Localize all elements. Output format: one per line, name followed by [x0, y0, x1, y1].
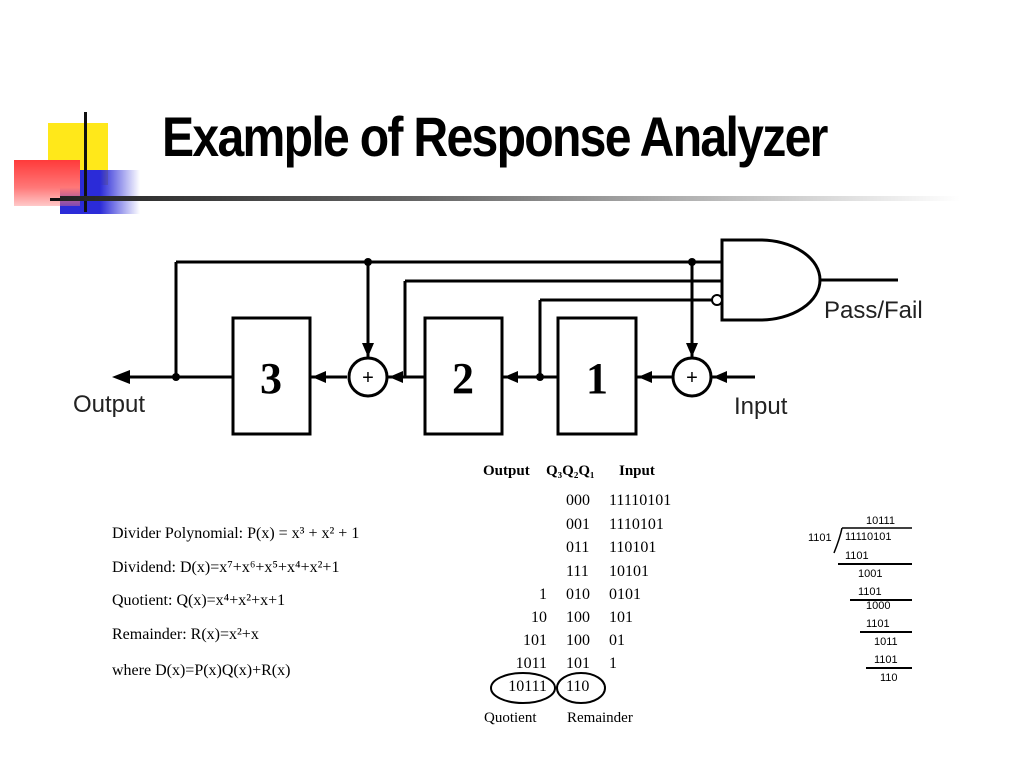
division-step: 1001 — [858, 568, 882, 580]
dividend-polynomial: Dividend: D(x)=x⁷+x⁶+x⁵+x⁴+x²+1 — [112, 559, 340, 576]
division-step: 1011 — [874, 636, 898, 648]
remainder-polynomial: Remainder: R(x)=x²+x — [112, 626, 259, 643]
division-divisor: 1101 — [808, 532, 832, 544]
block-3-label: 3 — [260, 354, 282, 403]
division-step: 1101 — [866, 618, 890, 630]
table-row-q: 100 — [566, 632, 590, 649]
block-1-label: 1 — [586, 354, 608, 403]
deco-vertical-line — [84, 112, 87, 212]
quotient-caption: Quotient — [484, 710, 537, 726]
xor-right-symbol: + — [686, 367, 698, 389]
table-row-q: 100 — [566, 609, 590, 626]
division-step: 1101 — [858, 586, 882, 598]
table-row-q: 001 — [566, 516, 590, 533]
table-row-output: 1 — [539, 586, 547, 603]
division-step: 1101 — [874, 654, 898, 666]
long-division: 10111 1101 11110101 1101 1001 1101 1000 … — [808, 515, 912, 684]
block-2-label: 2 — [452, 354, 474, 403]
table-row-input: 110101 — [609, 539, 657, 556]
table-row-q: 000 — [566, 492, 590, 509]
relation-text: where D(x)=P(x)Q(x)+R(x) — [112, 662, 291, 679]
table-row-input: 0101 — [609, 586, 641, 603]
table-row-input: 1110101 — [609, 516, 664, 533]
table-row-input: 10101 — [609, 563, 649, 580]
remainder-caption: Remainder — [567, 710, 633, 726]
result-highlight-ellipses — [490, 672, 606, 704]
table-row-q: 010 — [566, 586, 590, 603]
table-row-q: 011 — [566, 539, 590, 556]
table-row-input: 1 — [609, 655, 617, 672]
xor-left-symbol: + — [362, 367, 374, 389]
division-dividend: 11110101 — [845, 531, 892, 543]
table-header-output: Output — [483, 463, 530, 479]
response-analyzer-circuit: 3 2 1 + + Output Input Pass/Fail — [73, 238, 923, 436]
division-quotient: 10111 — [866, 515, 895, 527]
quotient-polynomial: Quotient: Q(x)=x⁴+x²+x+1 — [112, 592, 286, 609]
divider-polynomial: Divider Polynomial: P(x) = x³ + x² + 1 — [112, 525, 360, 542]
table-row-q: 101 — [566, 655, 590, 672]
final-remainder-value: 110 — [566, 678, 590, 695]
division-step: 1000 — [866, 600, 890, 612]
table-row-input: 101 — [609, 609, 633, 626]
table-row-q: 111 — [566, 563, 589, 580]
output-label: Output — [73, 391, 145, 418]
table-row-input: 01 — [609, 632, 625, 649]
title-underline — [60, 196, 960, 201]
slide-title: Example of Response Analyzer — [162, 105, 828, 168]
table-header-q: Q₃Q₂Q₁ — [546, 463, 595, 479]
input-label: Input — [734, 393, 788, 420]
table-row-input: 11110101 — [609, 492, 672, 509]
final-quotient-value: 10111 — [508, 678, 547, 695]
table-row-output: 1011 — [515, 655, 547, 672]
division-step: 110 — [880, 672, 898, 684]
pass-fail-label: Pass/Fail — [824, 297, 923, 324]
table-row-output: 101 — [523, 632, 547, 649]
table-header-input: Input — [619, 463, 655, 479]
table-row-output: 10 — [531, 609, 547, 626]
division-step: 1101 — [845, 550, 869, 562]
